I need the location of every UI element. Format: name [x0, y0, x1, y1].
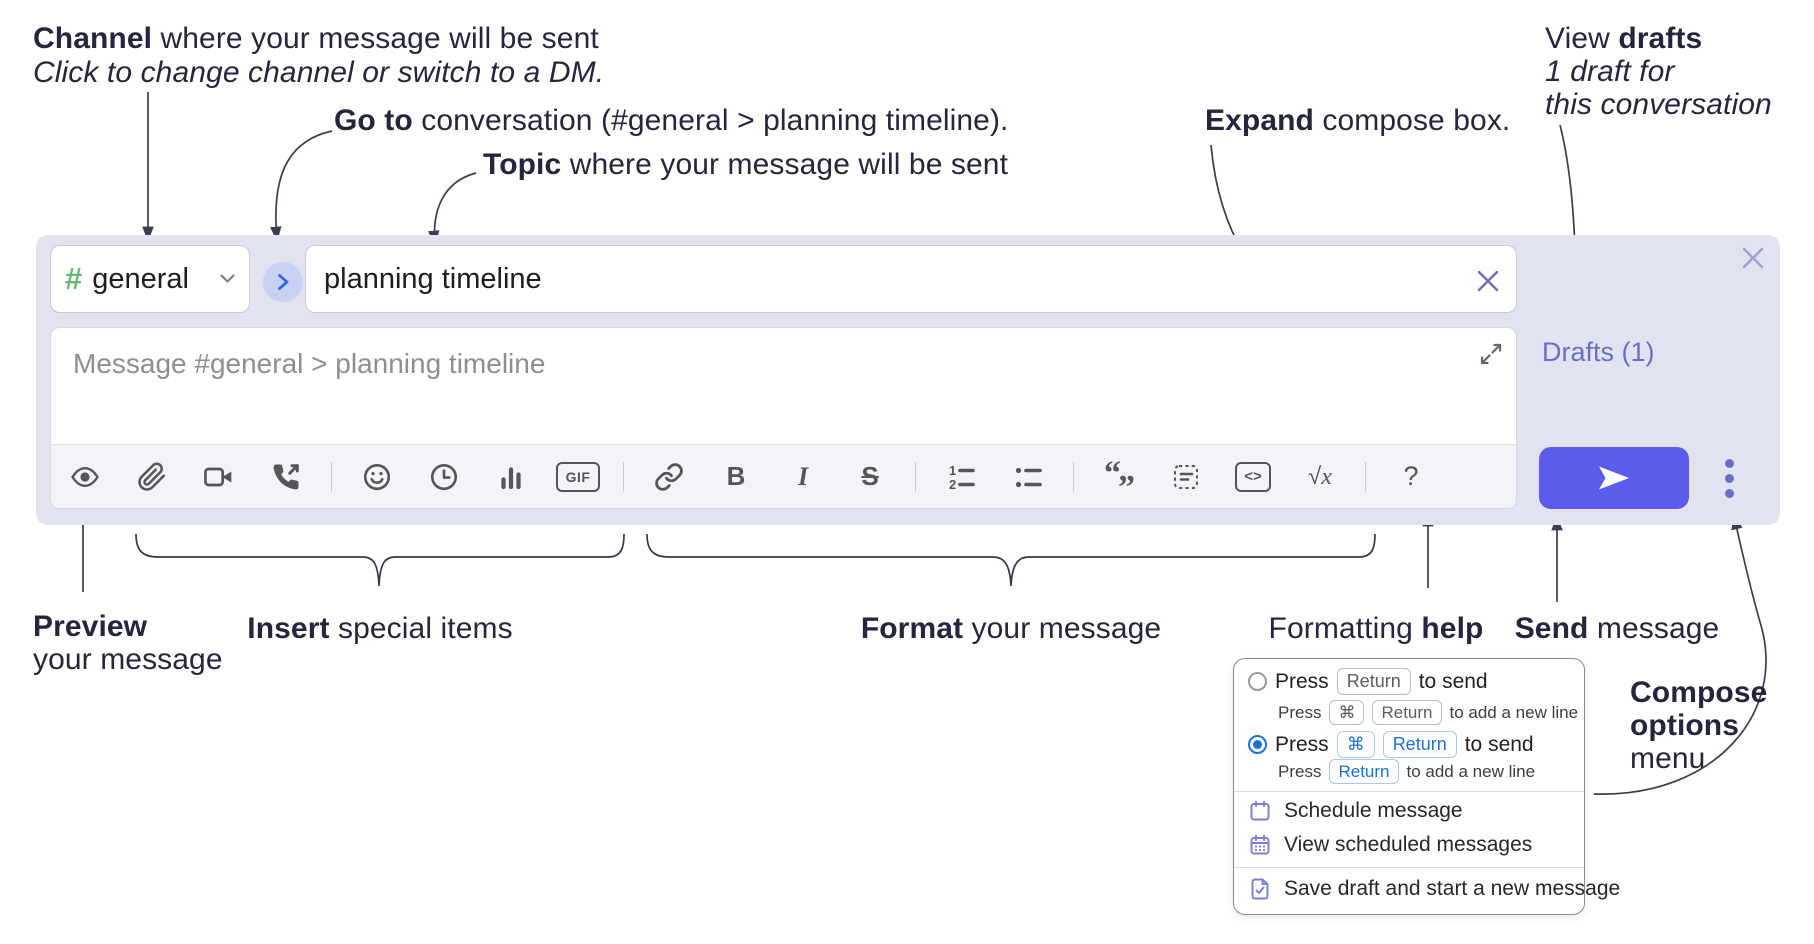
formatting-help-annotation: Formatting help: [1268, 612, 1484, 645]
italic-glyph: I: [797, 461, 809, 491]
video-camera-icon[interactable]: [197, 457, 241, 497]
preview-eye-icon[interactable]: [63, 457, 107, 497]
calendar-dots-icon: [1250, 834, 1270, 855]
insert-brace: [135, 533, 625, 587]
kbd-return: Return: [1372, 700, 1442, 725]
bold-icon[interactable]: B: [714, 457, 758, 497]
svg-text:”: ”: [1118, 469, 1135, 494]
channel-annotation-subtitle: Click to change channel or switch to a D…: [33, 56, 605, 89]
schedule-message-item[interactable]: Schedule message: [1248, 799, 1463, 823]
goto-arrow: [270, 130, 333, 242]
send-plane-icon: [1599, 466, 1629, 490]
format-annotation: Format your message: [860, 612, 1162, 645]
message-compose-box[interactable]: Message #general > planning timeline: [50, 327, 1517, 509]
insert-annotation: Insert special items: [247, 612, 513, 645]
expand-annotation: Expand compose box.: [1205, 104, 1511, 137]
toolbar-divider: [1073, 461, 1074, 492]
clear-topic-icon[interactable]: [1475, 268, 1501, 294]
format-brace: [646, 533, 1376, 587]
menu-divider: [1234, 791, 1584, 792]
topic-input[interactable]: [305, 245, 1517, 313]
expand-compose-icon[interactable]: [1478, 341, 1504, 367]
compose-options-kebab-icon[interactable]: [1714, 454, 1744, 502]
view-scheduled-messages-item[interactable]: View scheduled messages: [1248, 833, 1532, 857]
channel-hash-icon: #: [65, 261, 83, 296]
svg-text:1: 1: [949, 463, 956, 478]
italic-icon[interactable]: I: [781, 457, 825, 497]
kbd-return: Return: [1329, 759, 1399, 784]
clock-icon[interactable]: [422, 457, 466, 497]
toolbar-divider: [915, 461, 916, 492]
gif-icon[interactable]: GIF: [556, 457, 600, 497]
formatting-help-icon[interactable]: ?: [1389, 457, 1433, 497]
kbd-cmd: ⌘: [1329, 700, 1365, 725]
message-placeholder: Message #general > planning timeline: [73, 348, 546, 379]
option-return-subtext: Press ⌘ Return to add a new line: [1278, 700, 1578, 725]
compose-options-menu: Press Return to send Press ⌘ Return to a…: [1233, 658, 1620, 915]
kbd-return: Return: [1336, 668, 1411, 695]
preview-annotation: Preview your message: [33, 610, 223, 676]
option-cmd-return-to-send[interactable]: Press ⌘ Return to send: [1248, 731, 1534, 758]
strikethrough-icon[interactable]: S: [848, 457, 892, 497]
phone-call-icon[interactable]: [264, 457, 308, 497]
drafts-link[interactable]: Drafts (1): [1542, 337, 1655, 367]
goto-conversation-button[interactable]: [263, 262, 303, 302]
close-icon[interactable]: [1741, 246, 1765, 270]
radio-selected-icon[interactable]: [1248, 735, 1267, 754]
calendar-icon: [1250, 800, 1270, 821]
svg-text:“: “: [1104, 460, 1121, 492]
save-draft-item[interactable]: Save draft and start a new message: [1248, 877, 1620, 901]
save-draft-icon: [1251, 878, 1269, 900]
kbd-cmd: ⌘: [1336, 731, 1375, 758]
toolbar-divider: [623, 461, 624, 492]
bar-chart-icon[interactable]: [489, 457, 533, 497]
compose-options-annotation: Compose options menu: [1630, 676, 1768, 775]
emoji-smiley-icon[interactable]: [355, 457, 399, 497]
code-glyph: <>: [1244, 468, 1262, 485]
chevron-right-icon: [277, 274, 288, 290]
option-cmd-return-subtext: Press Return to add a new line: [1278, 759, 1535, 784]
toolbar-divider: [331, 461, 332, 492]
chevron-down-icon: [220, 274, 235, 283]
view-drafts-annotation: View drafts 1 draft for this conversatio…: [1545, 22, 1772, 121]
channel-annotation: Channel where your message will be sent: [33, 22, 599, 55]
link-icon[interactable]: [647, 457, 691, 497]
blockquote-icon[interactable]: “”: [1097, 457, 1141, 497]
topic-arrow: [428, 172, 477, 246]
goto-annotation: Go to conversation (#general > planning …: [334, 104, 1009, 137]
code-block-icon[interactable]: [1164, 457, 1208, 497]
topic-annotation: Topic where your message will be sent: [483, 148, 1009, 181]
menu-divider: [1234, 867, 1584, 868]
help-glyph: ?: [1403, 461, 1419, 491]
formula-icon[interactable]: √x: [1308, 462, 1332, 490]
code-icon[interactable]: <>: [1231, 457, 1275, 497]
channel-name: general: [92, 262, 189, 295]
strike-glyph: S: [861, 461, 879, 491]
send-annotation: Send message: [1514, 612, 1720, 645]
attach-paperclip-icon[interactable]: [130, 457, 174, 497]
channel-selector[interactable]: # general: [50, 245, 250, 313]
compose-panel: # general Message #general > planning ti…: [36, 235, 1780, 525]
radio-unselected-icon[interactable]: [1248, 672, 1267, 691]
bold-glyph: B: [726, 461, 746, 491]
bulleted-list-icon[interactable]: [1006, 457, 1050, 497]
gif-label: GIF: [565, 468, 591, 485]
toolbar-divider: [1365, 461, 1366, 492]
option-return-to-send[interactable]: Press Return to send: [1248, 668, 1488, 695]
send-button[interactable]: [1539, 447, 1689, 509]
kbd-return: Return: [1382, 731, 1457, 758]
svg-text:2: 2: [949, 477, 956, 492]
